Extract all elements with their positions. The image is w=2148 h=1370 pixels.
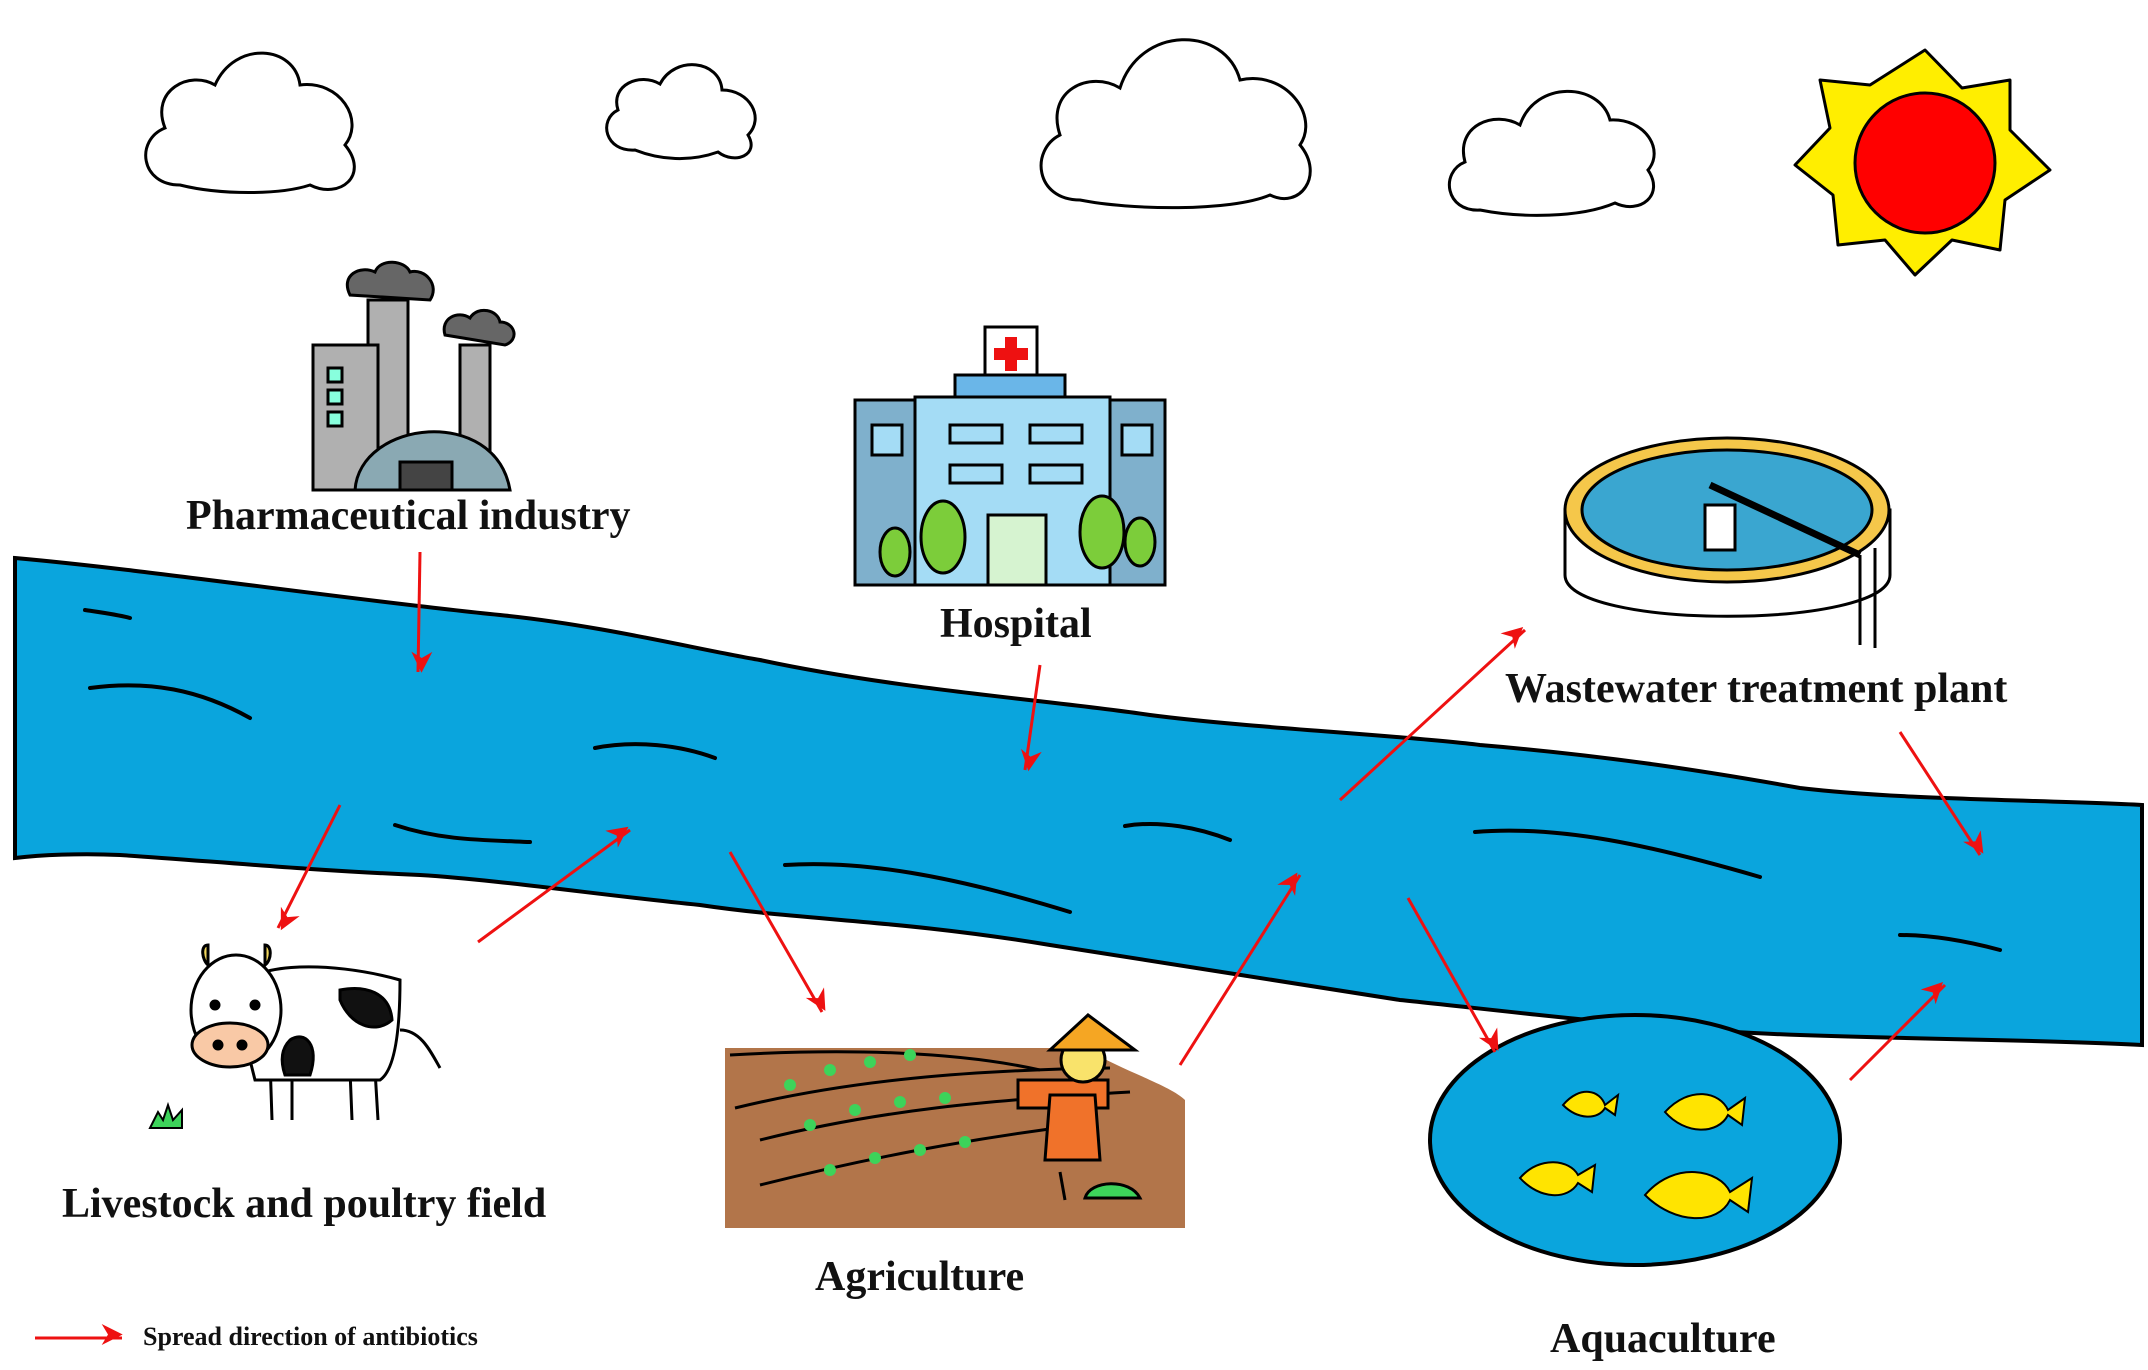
farmland-icon [725, 1048, 1185, 1228]
arrow-river-to-wwtp [1338, 626, 1527, 802]
cow-icon [189, 943, 442, 1121]
arrow-river-to-agriculture [728, 851, 826, 1013]
sun-icon [1793, 48, 2052, 277]
cloud-icon [1039, 38, 1312, 210]
arrow-agriculture-to-river [1178, 872, 1302, 1066]
grass-icon [148, 1101, 183, 1129]
factory-icon [311, 260, 516, 492]
hospital-icon [853, 325, 1167, 587]
arrow-aquaculture-to-river [1848, 982, 1947, 1082]
cloud-icon [144, 51, 356, 194]
label-livestock-and-poultry-field: Livestock and poultry field [62, 1181, 547, 1227]
cloud-icon [1448, 89, 1656, 217]
pond-icon [1428, 1013, 1842, 1267]
cloud-icon [605, 63, 757, 160]
arrow-river-to-livestock [276, 804, 342, 931]
wastewater-plant-icon [1563, 436, 1892, 648]
fish-icon [1518, 1090, 1754, 1220]
river [13, 555, 2144, 1048]
label-pharmaceutical-industry: Pharmaceutical industry [186, 493, 631, 539]
label-agriculture: Agriculture [815, 1254, 1025, 1300]
label-wastewater-treatment-plant: Wastewater treatment plant [1505, 666, 2008, 712]
arrow-livestock-to-river [477, 826, 631, 944]
label-hospital: Hospital [940, 601, 1092, 647]
scarecrow-icon [1016, 1013, 1140, 1201]
legend-label: Spread direction of antibiotics [143, 1322, 478, 1351]
label-aquaculture: Aquaculture [1550, 1316, 1776, 1362]
arrow-pharma-to-river [411, 551, 433, 673]
spread-arrows [35, 551, 1984, 1345]
arrow-river-to-aquaculture [1406, 897, 1499, 1053]
arrow-hospital-to-river [1020, 664, 1042, 772]
arrow-wwtp-to-river [1898, 731, 1984, 856]
